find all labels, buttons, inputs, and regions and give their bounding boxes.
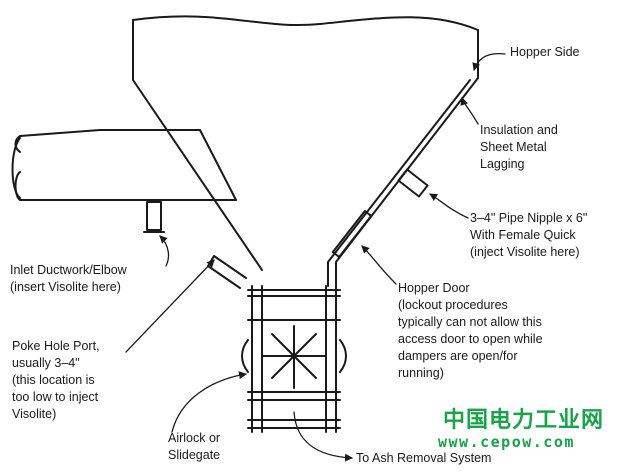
label-line: usually 3–4" (12, 356, 80, 370)
hopper-left-side (132, 19, 263, 271)
label-hopper-side: Hopper Side (510, 44, 580, 61)
label-text: Hopper Side (510, 45, 580, 59)
label-poke-hole: Poke Hole Port, usually 3–4" (this locat… (12, 338, 100, 423)
label-airlock: Airlock or Slidegate (168, 430, 220, 464)
label-line: Airlock or (168, 431, 221, 445)
leader-hopper-door (361, 245, 397, 285)
hopper-door-plate (331, 210, 373, 258)
leader-pipe-nipple (429, 193, 469, 219)
leader-poke-hole (125, 259, 215, 353)
inlet-duct (14, 129, 237, 201)
label-line: too low to inject (12, 390, 99, 404)
label-line: Lagging (480, 157, 525, 171)
rotary-airlock-vanes (261, 325, 327, 389)
duct-curve (11, 137, 21, 199)
watermark-url: www.cepow.com (438, 433, 575, 451)
label-line: Slidegate (168, 448, 221, 462)
label-line: (lockout procedures (398, 298, 508, 312)
label-line: dampers are open/for (398, 349, 518, 363)
label-text: To Ash Removal System (356, 451, 492, 465)
hopper-right-side-inner (327, 79, 471, 287)
label-insulation: Insulation and Sheet Metal Lagging (480, 122, 558, 173)
airlock-body (251, 285, 337, 433)
label-line: 3–4" Pipe Nipple x 6" (470, 211, 588, 225)
label-pipe-nipple: 3–4" Pipe Nipple x 6" With Female Quick … (470, 210, 587, 261)
label-line: Visolite) (12, 407, 57, 421)
pipe-nipple (397, 168, 429, 198)
leader-insulation (460, 97, 479, 125)
label-line: With Female Quick (470, 228, 576, 242)
duct-stub (146, 201, 162, 231)
label-line: Hopper Door (398, 281, 470, 295)
label-line: Sheet Metal (480, 140, 547, 154)
label-line: Insulation and (480, 123, 558, 137)
hopper-right-side-outer (335, 29, 479, 287)
label-line: access door to open while (398, 332, 543, 346)
label-line: running) (398, 366, 444, 380)
leader-airlock (171, 371, 247, 433)
label-line: typically can not allow this (398, 315, 542, 329)
watermark-cn: 中国电力工业网 (443, 408, 605, 433)
leader-ash (293, 411, 353, 462)
label-line: (inject Visolite here) (470, 245, 580, 259)
leader-hopper-side (472, 52, 506, 71)
hopper-top-edge (132, 15, 479, 31)
label-inlet: Inlet Ductwork/Elbow (insert Visolite he… (10, 262, 127, 296)
label-line: (insert Visolite here) (10, 280, 121, 294)
label-line: Inlet Ductwork/Elbow (10, 263, 127, 277)
leader-inlet (159, 235, 170, 267)
label-ash-removal: To Ash Removal System (356, 450, 491, 467)
label-hopper-door: Hopper Door (lockout procedures typicall… (398, 280, 543, 382)
label-line: Poke Hole Port, (12, 339, 100, 353)
label-line: (this location is (12, 373, 95, 387)
